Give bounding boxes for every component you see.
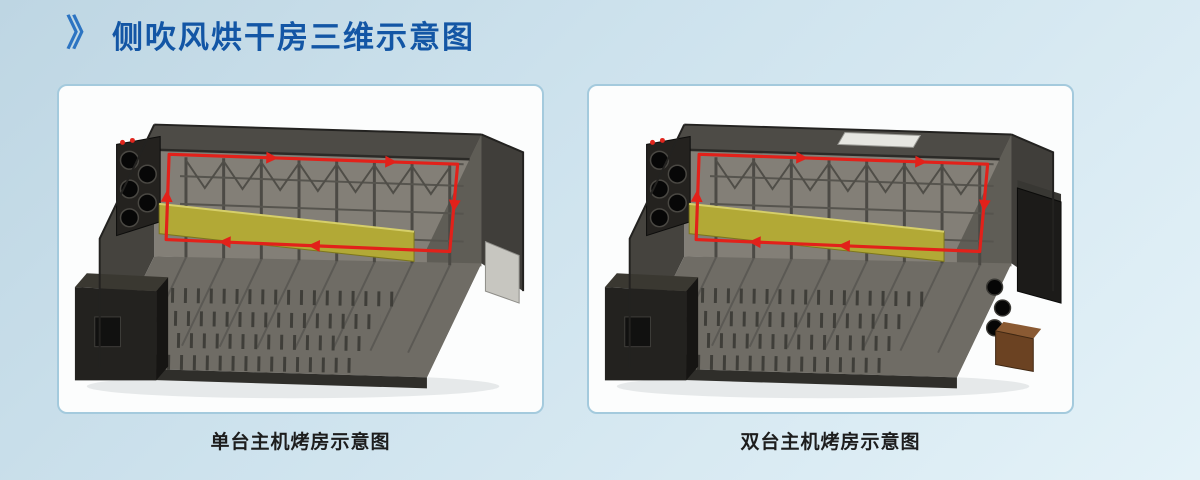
dual-host-drying-room-render bbox=[604, 123, 1062, 399]
single-host-caption: 单台主机烤房示意图 bbox=[210, 432, 391, 453]
airflow-arrows bbox=[690, 151, 991, 254]
indicator-dot bbox=[120, 139, 125, 145]
door-panel bbox=[484, 240, 520, 304]
floor-slats bbox=[128, 287, 395, 373]
indicator-dot bbox=[129, 137, 135, 143]
dual-host-card bbox=[587, 84, 1074, 414]
indicator-dot bbox=[659, 137, 665, 143]
single-host-drying-room-render bbox=[74, 123, 525, 399]
machine-base bbox=[604, 273, 699, 381]
page-title: 侧吹风烘干房三维示意图 bbox=[112, 20, 476, 55]
machine-base bbox=[74, 273, 169, 381]
floor-front-edge bbox=[99, 367, 427, 389]
ceiling-strip bbox=[142, 124, 482, 160]
single-host-card bbox=[57, 84, 544, 414]
fan-unit bbox=[646, 135, 691, 237]
ceiling-edge bbox=[142, 148, 470, 161]
dual-host-panel: 双台主机烤房示意图 bbox=[587, 84, 1074, 454]
outer-edges bbox=[98, 123, 525, 368]
page-header: 》 侧吹风烘干房三维示意图 bbox=[66, 12, 475, 57]
panels-row: 单台主机烤房示意图 bbox=[57, 84, 1074, 454]
ceiling-edge bbox=[672, 148, 1000, 161]
floor-slats bbox=[658, 287, 925, 373]
fan-unit bbox=[116, 135, 161, 237]
dual-host-caption: 双台主机烤房示意图 bbox=[740, 432, 921, 453]
control-box bbox=[995, 321, 1042, 373]
ceiling-vent bbox=[837, 131, 922, 148]
title-chevrons-icon: 》 bbox=[66, 11, 103, 53]
indicator-dot bbox=[650, 139, 655, 145]
external-host-cabinet bbox=[1016, 180, 1062, 304]
airflow-arrows bbox=[160, 151, 461, 254]
floor-front-edge bbox=[629, 367, 957, 389]
single-host-panel: 单台主机烤房示意图 bbox=[57, 84, 544, 454]
outer-edges bbox=[628, 123, 1055, 368]
